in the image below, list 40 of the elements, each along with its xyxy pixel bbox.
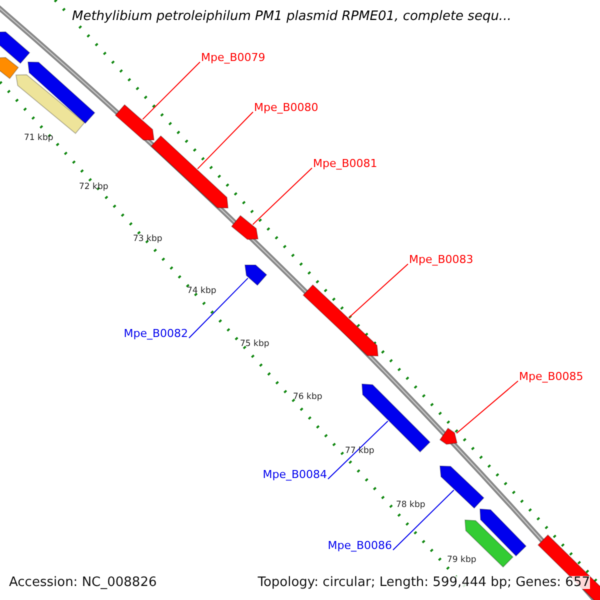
gene-label: Mpe_B0080 [254,102,318,113]
gene-label: Mpe_B0084 [262,469,327,480]
tick-label: 79 kbp [447,556,476,564]
leader-line [197,112,254,170]
tick-label: 74 kbp [187,287,216,296]
accession-text: Accession: NC_008826 [9,576,157,589]
gene-label: Mpe_B0086 [328,540,392,551]
tick-label: 73 kbp [133,235,162,244]
leader-line [348,264,408,318]
tick-label: 71 kbp [24,134,54,142]
gene-bar [27,61,96,124]
leader-line [188,278,248,338]
tick-label: 78 kbp [396,501,426,510]
tick-label: 77 kbp [345,447,374,456]
gene-label: Mpe_B0085 [519,371,584,382]
gene-label: Mpe_B0082 [124,328,188,339]
gene-label: Mpe_B0079 [201,52,266,63]
gene-bar [15,74,86,134]
tick-label: 72 kbp [79,183,108,192]
gene-bar [244,264,268,286]
leader-line [392,490,454,550]
summary-text: Topology: circular; Length: 599,444 bp; Genes: 657 [258,576,590,589]
gene-bar [0,31,30,64]
gene-bar [439,465,484,509]
gene-bar [114,104,155,140]
gene-label: Mpe_B0081 [313,158,378,169]
gene-bar [302,284,379,357]
leader-line [252,168,312,225]
gene-bar [230,214,259,240]
leader-line [328,420,388,480]
leader-line [142,62,200,120]
gene-bar [150,135,229,209]
tick-label: 76 kbp [293,393,322,402]
gene-bar [361,383,431,453]
gene-label: Mpe_B0083 [409,254,474,265]
gene-bar [479,508,527,557]
gene-bar [439,428,458,445]
tick-label: 75 kbp [240,340,270,348]
gene-bar [0,57,19,80]
leader-line [456,380,518,434]
